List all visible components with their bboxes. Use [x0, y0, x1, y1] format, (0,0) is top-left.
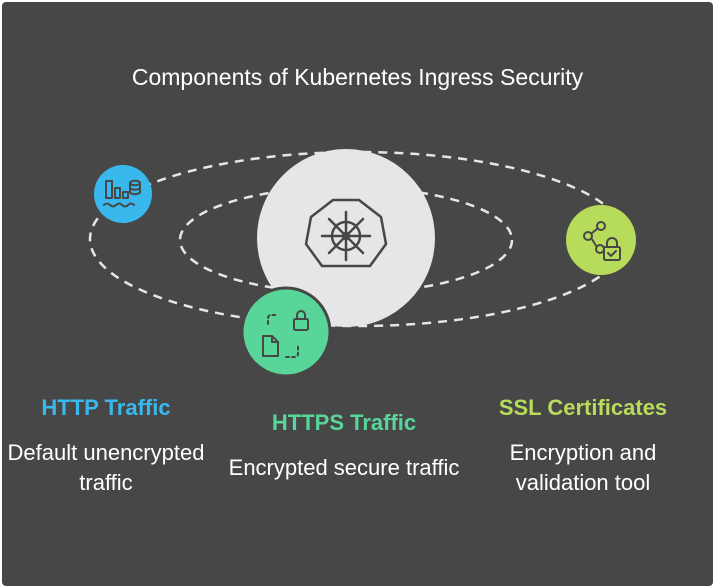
kubernetes-icon — [304, 198, 388, 268]
share-lock-icon — [583, 221, 621, 261]
diagram-title: Components of Kubernetes Ingress Securit… — [131, 64, 584, 90]
http-traffic-description: Default unencrypted traffic — [7, 440, 205, 495]
data-flow-icon — [103, 179, 141, 208]
ssl-certificates-label: SSL Certificates — [498, 395, 668, 420]
https-node-circle — [240, 286, 332, 378]
https-traffic-description: Encrypted secure traffic — [228, 455, 460, 480]
https-traffic-label: HTTPS Traffic — [271, 410, 417, 435]
ssl-node-circle — [566, 205, 636, 275]
http-traffic-label: HTTP Traffic — [41, 395, 171, 420]
ssl-certificates-description: Encryption and validation tool — [509, 440, 657, 495]
secure-document-icon — [262, 310, 309, 358]
